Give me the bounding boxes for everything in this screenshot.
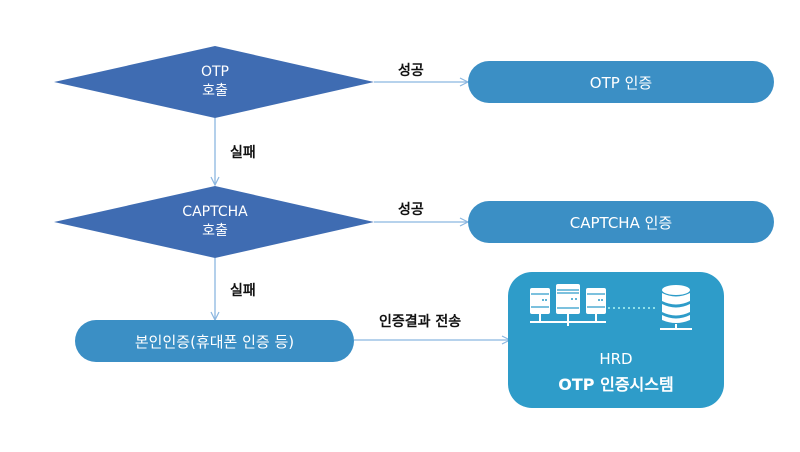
- server-cluster-icon: [530, 284, 606, 326]
- captcha-call-line2: 호출: [202, 223, 228, 239]
- system-line1: HRD: [599, 350, 633, 368]
- captcha-auth-label: CAPTCHA 인증: [569, 213, 673, 232]
- decision-captcha-call: [54, 186, 374, 258]
- captcha-call-label: CAPTCHA 호출: [135, 203, 295, 241]
- system-line2: OTP 인증시스템: [558, 375, 674, 394]
- connection-dots: [608, 307, 656, 309]
- otp-auth-node: OTP 인증: [468, 61, 774, 103]
- identity-auth-node: 본인인증(휴대폰 인증 등): [75, 320, 354, 362]
- otp-call-label: OTP 호출: [155, 63, 275, 101]
- edge-label-send-result: 인증결과 전송: [379, 314, 462, 330]
- edge-label-captcha-fail: 실패: [230, 283, 256, 299]
- edge-label-otp-fail: 실패: [230, 145, 256, 161]
- captcha-auth-node: CAPTCHA 인증: [468, 201, 774, 243]
- identity-auth-label: 본인인증(휴대폰 인증 등): [134, 332, 295, 351]
- edge-label-captcha-success: 성공: [398, 202, 424, 218]
- otp-call-line1: OTP: [200, 64, 229, 80]
- captcha-call-line1: CAPTCHA: [182, 204, 248, 220]
- otp-auth-label: OTP 인증: [589, 73, 653, 92]
- edge-label-otp-success: 성공: [398, 63, 424, 79]
- decision-otp-call: [54, 46, 374, 118]
- otp-call-line2: 호출: [202, 83, 228, 99]
- database-icon: [660, 285, 692, 330]
